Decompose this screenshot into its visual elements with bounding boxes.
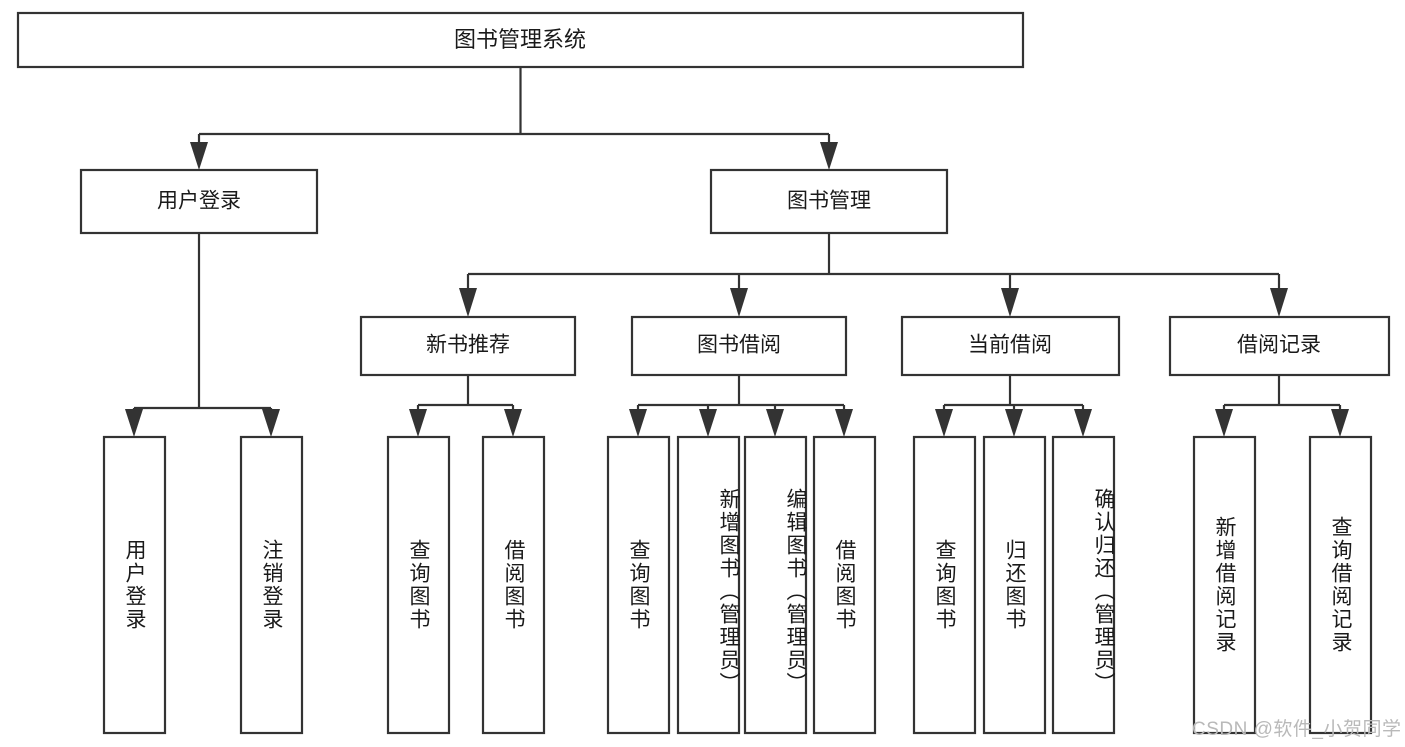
node-root-box[interactable] [16, 11, 1025, 69]
leaf-box[interactable] [239, 435, 304, 735]
node-level2-user-login-label: 用户登录 [157, 190, 241, 213]
arrow-head-icon [1005, 409, 1023, 437]
leaf-box[interactable] [912, 435, 977, 735]
leaf-boxes [102, 435, 1373, 735]
node-level3-new-book-recommend-box[interactable] [359, 315, 577, 377]
node-level3-book-borrow[interactable]: 图书借阅 [630, 315, 848, 377]
connector-current-to-leaves [935, 375, 1092, 437]
watermark-text: CSDN @软件_小贺同学 [1192, 719, 1402, 740]
arrow-head-icon [262, 409, 280, 437]
node-level2-book-management[interactable]: 图书管理 [709, 168, 949, 235]
connector-root-to-level2 [190, 67, 838, 170]
node-level3-borrow-records-label: 借阅记录 [1237, 334, 1321, 357]
connector-borrow-to-leaves [629, 375, 853, 437]
connector-newbooks-to-leaves [409, 375, 522, 437]
arrow-head-icon [699, 409, 717, 437]
leaf-box[interactable] [812, 435, 877, 735]
node-level2-book-management-box[interactable] [709, 168, 949, 235]
leaf-box[interactable] [743, 435, 808, 735]
leaf-box[interactable] [982, 435, 1047, 735]
connector-bookmgmt-to-level3 [459, 233, 1288, 317]
leaf-box[interactable] [1051, 435, 1116, 735]
node-level3-borrow-records[interactable]: 借阅记录 [1168, 315, 1391, 377]
arrow-head-icon [190, 142, 208, 170]
leaf-box[interactable] [386, 435, 451, 735]
arrow-head-icon [459, 288, 477, 317]
leaf-box[interactable] [102, 435, 167, 735]
connector-userlogin-to-leaves [125, 233, 280, 437]
node-root-label: 图书管理系统 [454, 27, 586, 52]
arrow-head-icon [730, 288, 748, 317]
arrow-head-icon [1270, 288, 1288, 317]
arrow-head-icon [1331, 409, 1349, 437]
connector-records-to-leaves [1215, 375, 1349, 437]
node-level3-current-borrow-box[interactable] [900, 315, 1121, 377]
node-level2-user-login-box[interactable] [79, 168, 319, 235]
node-level3-current-borrow-label: 当前借阅 [968, 334, 1052, 357]
arrow-head-icon [766, 409, 784, 437]
leaf-box[interactable] [1192, 435, 1257, 735]
leaf-box[interactable] [676, 435, 741, 735]
leaf-box[interactable] [1308, 435, 1373, 735]
arrow-head-icon [1215, 409, 1233, 437]
node-level2-book-management-label: 图书管理 [787, 190, 871, 213]
arrow-head-icon [1074, 409, 1092, 437]
arrow-head-icon [935, 409, 953, 437]
node-level3-borrow-records-box[interactable] [1168, 315, 1391, 377]
arrow-head-icon [125, 409, 143, 437]
arrow-head-icon [835, 409, 853, 437]
node-level3-new-book-recommend-label: 新书推荐 [426, 334, 510, 357]
leaf-box[interactable] [606, 435, 671, 735]
node-level3-new-book-recommend[interactable]: 新书推荐 [359, 315, 577, 377]
node-level2-user-login[interactable]: 用户登录 [79, 168, 319, 235]
arrow-head-icon [820, 142, 838, 170]
node-root[interactable]: 图书管理系统 [16, 11, 1025, 69]
arrow-head-icon [1001, 288, 1019, 317]
node-level3-book-borrow-label: 图书借阅 [697, 334, 781, 357]
node-level3-book-borrow-box[interactable] [630, 315, 848, 377]
arrow-head-icon [409, 409, 427, 437]
node-level3-current-borrow[interactable]: 当前借阅 [900, 315, 1121, 377]
leaf-box[interactable] [481, 435, 546, 735]
arrow-head-icon [504, 409, 522, 437]
arrow-head-icon [629, 409, 647, 437]
